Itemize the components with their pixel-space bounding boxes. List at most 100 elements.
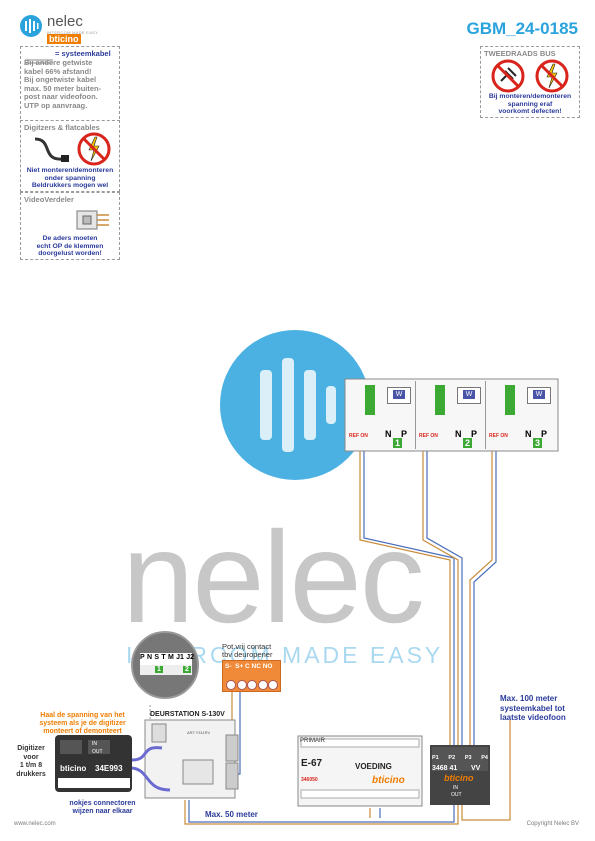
side-line: 1 t/m 8	[19, 762, 43, 769]
distributor-in: IN	[453, 785, 458, 791]
nelec-logo: nelec INTERCOM MADE EASY bticino	[20, 13, 100, 44]
relay-label-line: tbv deuropener	[222, 650, 273, 659]
power-supply-model: E-67	[301, 758, 323, 769]
ref-switch-label: REF ON	[349, 433, 368, 439]
power-supply-device	[297, 735, 423, 807]
brand-tagline: INTERCOM MADE EASY	[47, 30, 99, 35]
relay-label-line: Pot.vrij contact	[222, 642, 272, 651]
bottom-note-line: nokjes connectoren	[69, 800, 136, 807]
note-line: De aders moeten	[42, 235, 98, 242]
note-line: voorkomt defecten!	[498, 108, 562, 115]
switch-label-1: 1	[155, 666, 163, 673]
screw-icon	[268, 680, 278, 690]
note-line: kabel 66% afstand!	[24, 66, 92, 76]
monitor-screen: W	[387, 387, 411, 404]
monitor-number: 3	[533, 438, 543, 448]
terminal-label: S	[154, 654, 160, 661]
no-voltage-warning-icon	[77, 132, 111, 166]
digitizer-out-label: OUT	[92, 749, 103, 755]
max-50-meter-label: Max. 50 meter	[205, 810, 258, 819]
power-supply-primair: PRIMAIR	[300, 738, 326, 744]
note-line: UTP op aanvraag.	[24, 100, 88, 110]
note-line: onder spanning	[44, 174, 96, 182]
terminal-label: M	[167, 654, 174, 661]
terminal-block-icon	[76, 210, 109, 230]
partner-logo: bticino	[47, 34, 81, 44]
relay-label: Pot.vrij contact tbv deuropener	[222, 643, 272, 659]
ref-switch-label: REF ON	[489, 433, 508, 439]
digitizer-side-label: Digitizer voor 1 t/m 8 drukkers	[10, 745, 52, 779]
note-line: spanning eraf	[507, 100, 553, 108]
monitor-unit: W REF ON N P 1	[347, 381, 416, 449]
digitizer-model: 34E993	[95, 764, 123, 773]
note-digitizers: Digitzers & flatcables Niet monteren/dem…	[20, 120, 120, 192]
terminal-label: J2	[186, 654, 194, 661]
distributor-brand: bticino	[444, 773, 474, 783]
door-station-outline	[144, 719, 239, 799]
watermark-word: nelec	[122, 504, 425, 650]
note-systeemkabel-title: = systeemkabel	[55, 49, 111, 58]
note-line: Bij andere getwiste	[24, 58, 93, 67]
footer-copyright: Copyright Nelec BV	[526, 821, 579, 827]
no-plug-warning-icon	[491, 59, 525, 93]
note-tweedraads-bus: TWEEDRAADS BUS Bij monteren/demonteren s…	[480, 46, 580, 118]
monitor-screen: W	[527, 387, 551, 404]
monitor-screen: W	[457, 387, 481, 404]
monitor-number: 2	[463, 438, 473, 448]
door-station-terminals: P N S T M J1 J2	[140, 654, 194, 661]
screw-icon	[236, 680, 247, 690]
watermark-logo-icon	[220, 330, 370, 480]
distributor-ports: P1 P2 P3 P4	[432, 755, 488, 761]
terminal-label: T	[161, 654, 166, 661]
bus-wires	[184, 450, 511, 825]
no-voltage-warning-icon	[535, 59, 569, 93]
terminal-label: N	[146, 654, 153, 661]
side-line: Digitizer	[17, 745, 45, 752]
bottom-note-line: wijzen naar elkaar	[72, 808, 133, 815]
note-bus-title: TWEEDRAADS BUS	[484, 49, 556, 58]
power-supply-name: VOEDING	[355, 762, 392, 771]
note-line: Bij monteren/demonteren	[488, 93, 572, 100]
screw-icon	[247, 680, 257, 690]
screen-label: W	[533, 390, 545, 399]
flatcable-icon	[34, 137, 69, 162]
max100-line: laatste videofoon	[500, 713, 566, 722]
monitor-unit: W REF ON N P 3	[487, 381, 555, 449]
np-label-p: P	[471, 429, 478, 439]
np-label-n: N	[455, 429, 462, 439]
digitizer-brand: bticino	[60, 764, 87, 773]
np-label-n: N	[525, 429, 532, 439]
note-videoverdeler-title: VideoVerdeler	[24, 195, 74, 204]
relay-module: S- S+ C NC NO	[222, 660, 281, 692]
brand-name: nelec	[47, 13, 83, 30]
door-station-label: DEURSTATION S-130V	[150, 711, 225, 718]
note-videoverdeler: VideoVerdeler De aders moeten echt OP de…	[20, 192, 120, 260]
power-supply-art: 346050	[301, 777, 318, 783]
ref-switch-label: REF ON	[419, 433, 438, 439]
digitizer-note-line: systeem als je de digitizer	[39, 720, 126, 727]
power-supply-brand: bticino	[372, 775, 405, 786]
door-station-terminal-zoom	[131, 631, 199, 720]
terminal-label: J1	[176, 654, 184, 661]
monitor-list: W REF ON N P 1 W REF ON N P 2 W REF ON N…	[345, 379, 558, 451]
screen-label: W	[393, 390, 405, 399]
side-line: drukkers	[16, 770, 46, 778]
distributor-model: 3468 41	[432, 765, 458, 772]
port-label: P1	[432, 755, 439, 761]
distributor-vv: VV	[471, 765, 481, 772]
digitizer-note-line: monteert of demonteert	[43, 728, 122, 735]
terminal-strip	[435, 385, 445, 415]
port-label: P2	[448, 755, 456, 761]
distributor-out: OUT	[451, 792, 462, 798]
note-line: Niet monteren/demonteren	[26, 167, 114, 174]
digitizer-note: Haal de spanning van het systeem als je …	[20, 712, 145, 736]
video-distributor-device	[430, 745, 490, 805]
screw-icon	[257, 680, 268, 690]
digitizer-bottom-note: nokjes connectoren wijzen naar elkaar	[40, 800, 165, 816]
door-station-art: ART.Y311RV	[187, 730, 211, 735]
note-line: Beldrukkers mogen wel	[31, 182, 109, 189]
nelec-logo-icon	[20, 15, 42, 37]
footer-website: www.nelec.com	[14, 821, 56, 827]
cable-icon	[25, 51, 53, 64]
